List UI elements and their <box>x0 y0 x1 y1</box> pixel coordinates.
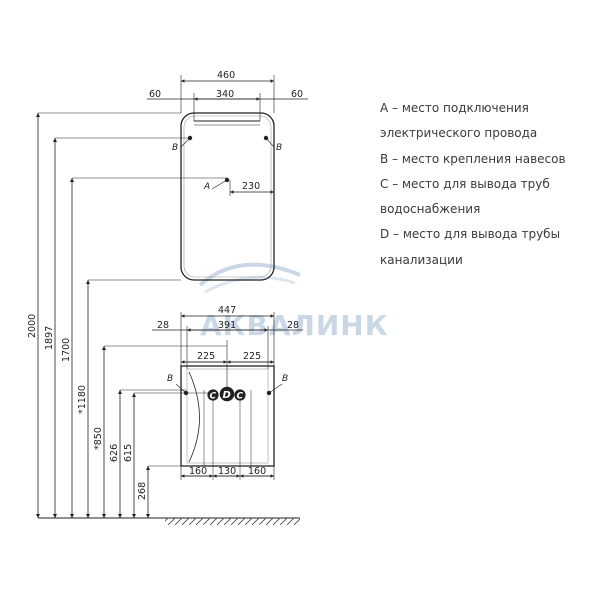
label-b-mirror-right: B <box>276 143 282 153</box>
mirror-left-offset: 60 <box>149 89 161 100</box>
cabinet-left-offset: 28 <box>157 320 169 331</box>
cabinet-inner-width: 391 <box>218 320 236 331</box>
height-626: 626 <box>109 444 120 462</box>
height-1700: 1700 <box>61 338 72 362</box>
cabinet-right-half: 225 <box>243 351 261 362</box>
legend-line-5: водоснабжения <box>380 202 481 217</box>
mirror-inner-width: 340 <box>216 89 234 100</box>
label-b-cabinet-right: B <box>282 374 288 384</box>
legend-line-4: C – место для вывода труб <box>380 176 550 191</box>
mirror-outlet-offset: 230 <box>242 181 260 192</box>
water-pipe-right <box>234 389 246 401</box>
cabinet-bottom-mid: 130 <box>218 466 236 477</box>
height-615: 615 <box>123 444 134 462</box>
water-pipe-left <box>207 389 219 401</box>
cabinet-bottom-right: 160 <box>248 466 266 477</box>
height-1180: *1180 <box>77 385 88 414</box>
mirror-right-offset: 60 <box>291 89 303 100</box>
label-c-left: C <box>210 392 217 402</box>
height-dimensions: 2000 1897 1700 *1180 *850 626 615 268 <box>27 112 227 518</box>
mirror-overall-width: 460 <box>217 70 235 81</box>
floor <box>38 517 300 525</box>
legend-line-1: A – место подключения <box>380 101 529 115</box>
legend-line-2: электрического провода <box>380 126 538 141</box>
height-1897: 1897 <box>44 326 55 350</box>
cabinet-dimensions: 447 391 28 28 225 225 160 130 160 B B <box>152 305 303 480</box>
label-a: A <box>203 182 210 192</box>
cabinet-overall-width: 447 <box>218 305 236 316</box>
mirror <box>180 112 275 281</box>
cabinet: C D C <box>180 365 275 467</box>
legend-line-6: D – место для вывода трубы <box>380 227 561 242</box>
label-c-right: C <box>237 392 244 402</box>
label-b-cabinet-left: B <box>167 374 173 384</box>
cabinet-bottom-left: 160 <box>189 466 207 477</box>
mirror-dimensions: 460 340 60 60 230 A B B <box>147 70 308 196</box>
height-850: *850 <box>93 427 104 450</box>
cabinet-right-offset: 28 <box>287 320 299 331</box>
legend: A – место подключения электрического про… <box>380 96 595 273</box>
cabinet-left-half: 225 <box>197 351 215 362</box>
label-b-mirror-left: B <box>172 143 178 153</box>
drain-pipe <box>219 386 235 402</box>
height-268: 268 <box>137 482 148 500</box>
legend-line-3: B – место крепления навесов <box>380 151 566 166</box>
legend-line-7: канализации <box>380 252 463 267</box>
height-2000: 2000 <box>27 314 38 338</box>
label-d: D <box>223 390 231 401</box>
